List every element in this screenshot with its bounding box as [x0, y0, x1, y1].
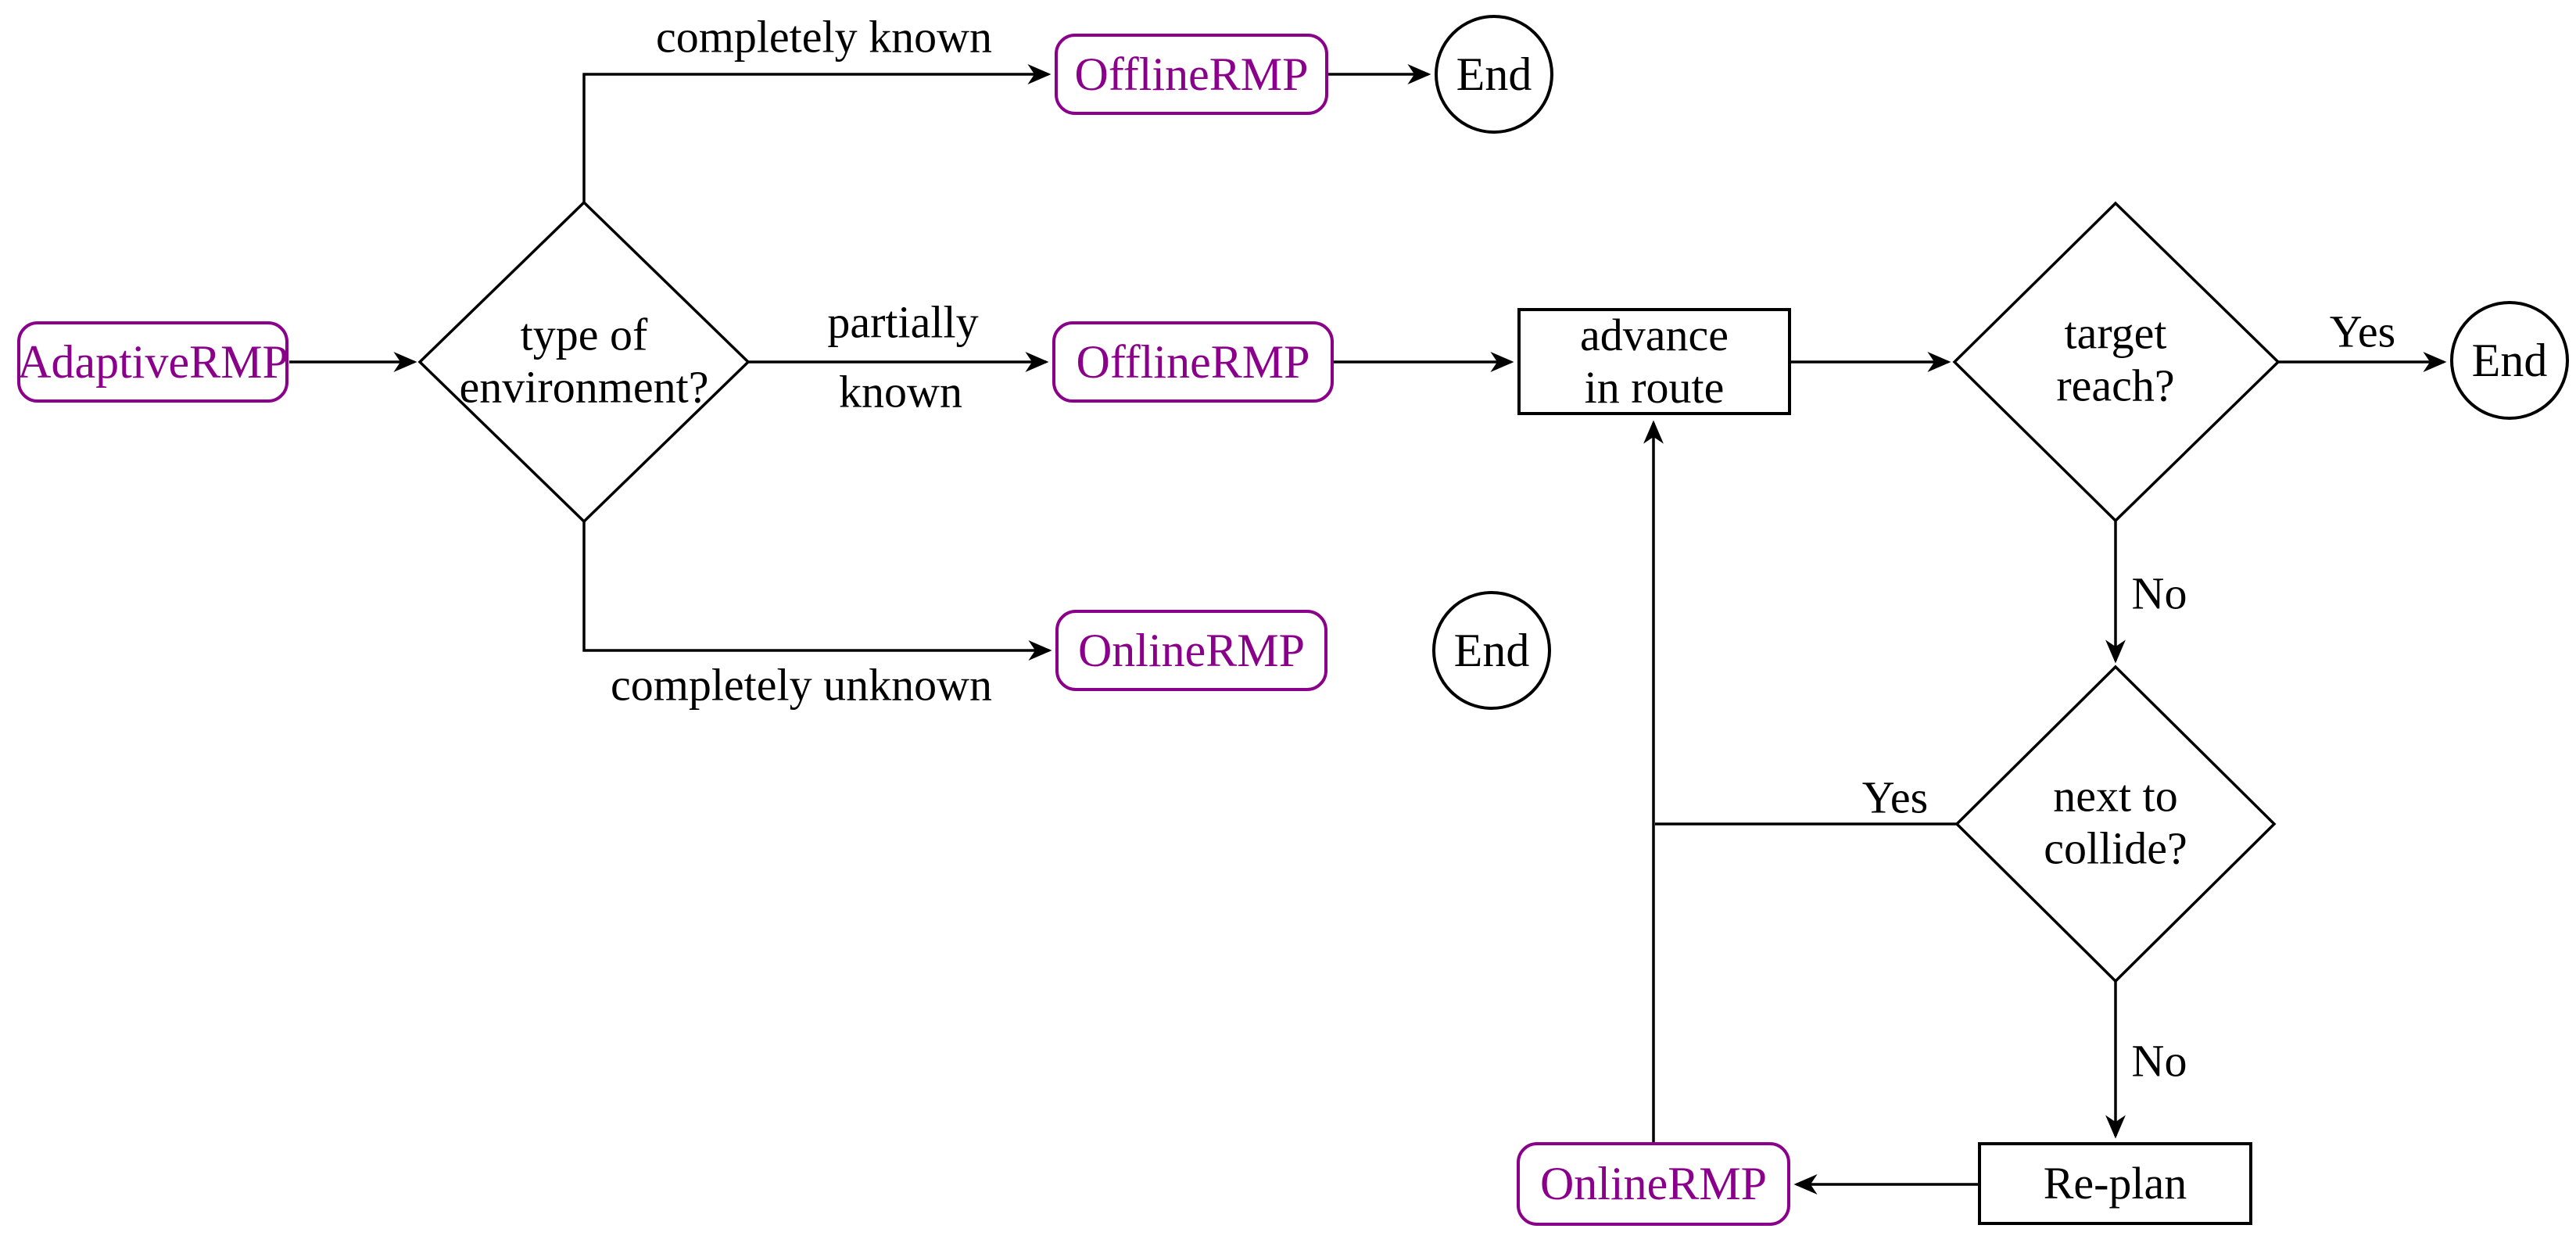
edge-env-to-online-branch — [582, 521, 1052, 661]
edge-label-completely-unknown: completely unknown — [610, 659, 993, 711]
node-online-rmp-branch: OnlineRMP — [1055, 610, 1327, 691]
node-offline-rmp-middle-label: OfflineRMP — [1076, 335, 1310, 388]
edge-label-yes-target: Yes — [2329, 306, 2396, 357]
node-offline-rmp-top-label: OfflineRMP — [1074, 48, 1309, 100]
node-end-bottom: End — [1432, 591, 1551, 710]
diamond-collide-line1: next to — [2053, 770, 2178, 822]
node-advance-line2: in route — [1584, 361, 1725, 413]
edge-label-no-collide: No — [2131, 1035, 2187, 1087]
node-end-top-label: End — [1456, 48, 1532, 100]
diamond-target-label: target reach? — [2056, 307, 2174, 413]
diamond-target-line2: reach? — [2056, 360, 2175, 411]
diamond-env-line1: type of — [520, 309, 648, 360]
node-adaptive-rmp: AdaptiveRMP — [17, 321, 288, 403]
node-advance-in-route: advance in route — [1517, 308, 1791, 415]
node-end-top: End — [1435, 15, 1553, 134]
node-online-rmp-loop-label: OnlineRMP — [1539, 1158, 1768, 1209]
edge-env-to-offline-top — [582, 64, 1052, 203]
node-offline-rmp-top: OfflineRMP — [1055, 34, 1328, 115]
edge-label-completely-known: completely known — [655, 11, 993, 63]
diamond-env-line2: environment? — [459, 362, 709, 413]
edge-label-yes-collide: Yes — [1861, 772, 1929, 823]
node-replan: Re-plan — [1978, 1142, 2252, 1225]
node-end-right: End — [2450, 301, 2569, 420]
node-end-right-label: End — [2471, 334, 2548, 386]
diamond-collide-label: next to collide? — [2044, 770, 2187, 876]
node-replan-label: Re-plan — [2043, 1157, 2187, 1209]
node-advance-line1: advance — [1580, 310, 1729, 361]
diamond-env-label: type of environment? — [460, 309, 709, 414]
node-offline-rmp-middle: OfflineRMP — [1052, 321, 1334, 403]
edge-label-known: known — [839, 366, 962, 417]
node-online-rmp-loop: OnlineRMP — [1517, 1142, 1790, 1226]
diamond-target-line1: target — [2064, 307, 2167, 359]
node-online-rmp-branch-label: OnlineRMP — [1077, 624, 1306, 676]
node-adaptive-rmp-label: AdaptiveRMP — [17, 335, 288, 388]
node-end-bottom-label: End — [1453, 624, 1530, 676]
edge-label-partially: partially — [827, 296, 979, 348]
diamond-collide-line2: collide? — [2044, 823, 2187, 874]
edge-label-no-target: No — [2131, 568, 2187, 619]
